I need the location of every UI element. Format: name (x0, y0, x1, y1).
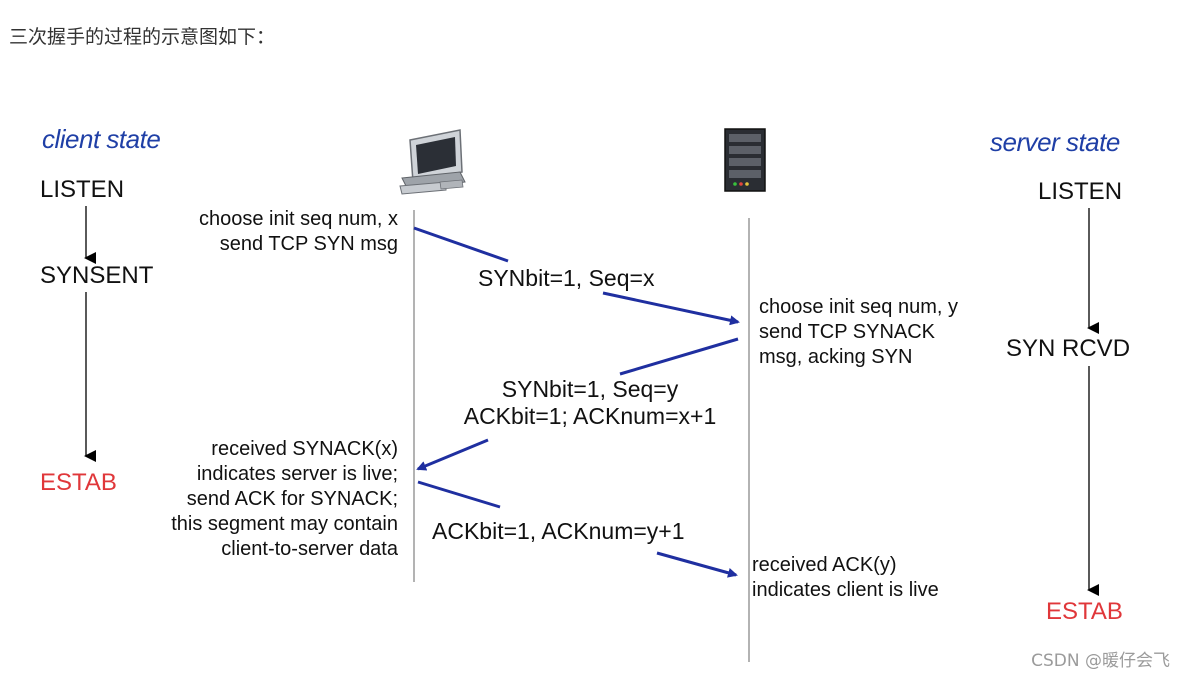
server-state-estab: ESTAB (1046, 598, 1123, 625)
server-state-listen: LISTEN (1038, 178, 1123, 205)
note-line: msg, acking SYN (759, 346, 913, 368)
client-note-ack: received SYNACK(x) indicates server is l… (171, 437, 398, 562)
client-state-heading: client state (42, 124, 161, 154)
note-line: send TCP SYN msg (219, 233, 398, 255)
ack-arrow-head (656, 551, 738, 578)
server-icon (724, 128, 766, 192)
ack-arrow-segment (417, 480, 501, 509)
server-state-heading: server state (990, 127, 1120, 157)
note-line: this segment may contain (171, 513, 398, 535)
watermark-text: CSDN @暖仔会飞 (1031, 651, 1170, 671)
message-syn-label: SYNbit=1, Seq=x (478, 265, 654, 292)
note-line: send TCP SYNACK (759, 321, 936, 343)
message-line: ACKbit=1; ACKnum=x+1 (463, 403, 717, 429)
server-note-ack-received: received ACK(y) indicates client is live (752, 553, 939, 603)
message-ack-label: ACKbit=1, ACKnum=y+1 (432, 518, 685, 545)
note-line: send ACK for SYNACK; (186, 488, 398, 510)
intro-text: 三次握手的过程的示意图如下： (9, 26, 276, 48)
note-line: choose init seq num, x (199, 208, 398, 230)
synack-arrow-head (416, 438, 489, 471)
client-state-listen: LISTEN (40, 176, 125, 203)
client-state-estab: ESTAB (40, 469, 117, 496)
synack-arrow-segment (619, 337, 739, 376)
note-line: client-to-server data (221, 538, 398, 560)
syn-arrow-segment (413, 226, 509, 263)
note-line: choose init seq num, y (759, 296, 958, 318)
syn-arrow-head (602, 291, 740, 326)
note-line: indicates server is live; (196, 463, 398, 485)
client-note-syn: choose init seq num, x send TCP SYN msg (199, 207, 398, 257)
note-line: received ACK(y) (752, 554, 897, 576)
message-line: SYNbit=1, Seq=y (501, 376, 679, 402)
message-line: ACKbit=1, ACKnum=y+1 (432, 518, 685, 544)
client-state-synsent: SYNSENT (40, 262, 154, 289)
server-state-syn-rcvd: SYN RCVD (1006, 335, 1131, 362)
computer-icon (399, 129, 466, 195)
note-line: received SYNACK(x) (211, 438, 398, 460)
message-line: SYNbit=1, Seq=x (478, 265, 655, 291)
server-note-synack: choose init seq num, y send TCP SYNACK m… (759, 295, 958, 370)
note-line: indicates client is live (752, 579, 939, 601)
message-synack-label: SYNbit=1, Seq=y ACKbit=1; ACKnum=x+1 (440, 376, 740, 430)
